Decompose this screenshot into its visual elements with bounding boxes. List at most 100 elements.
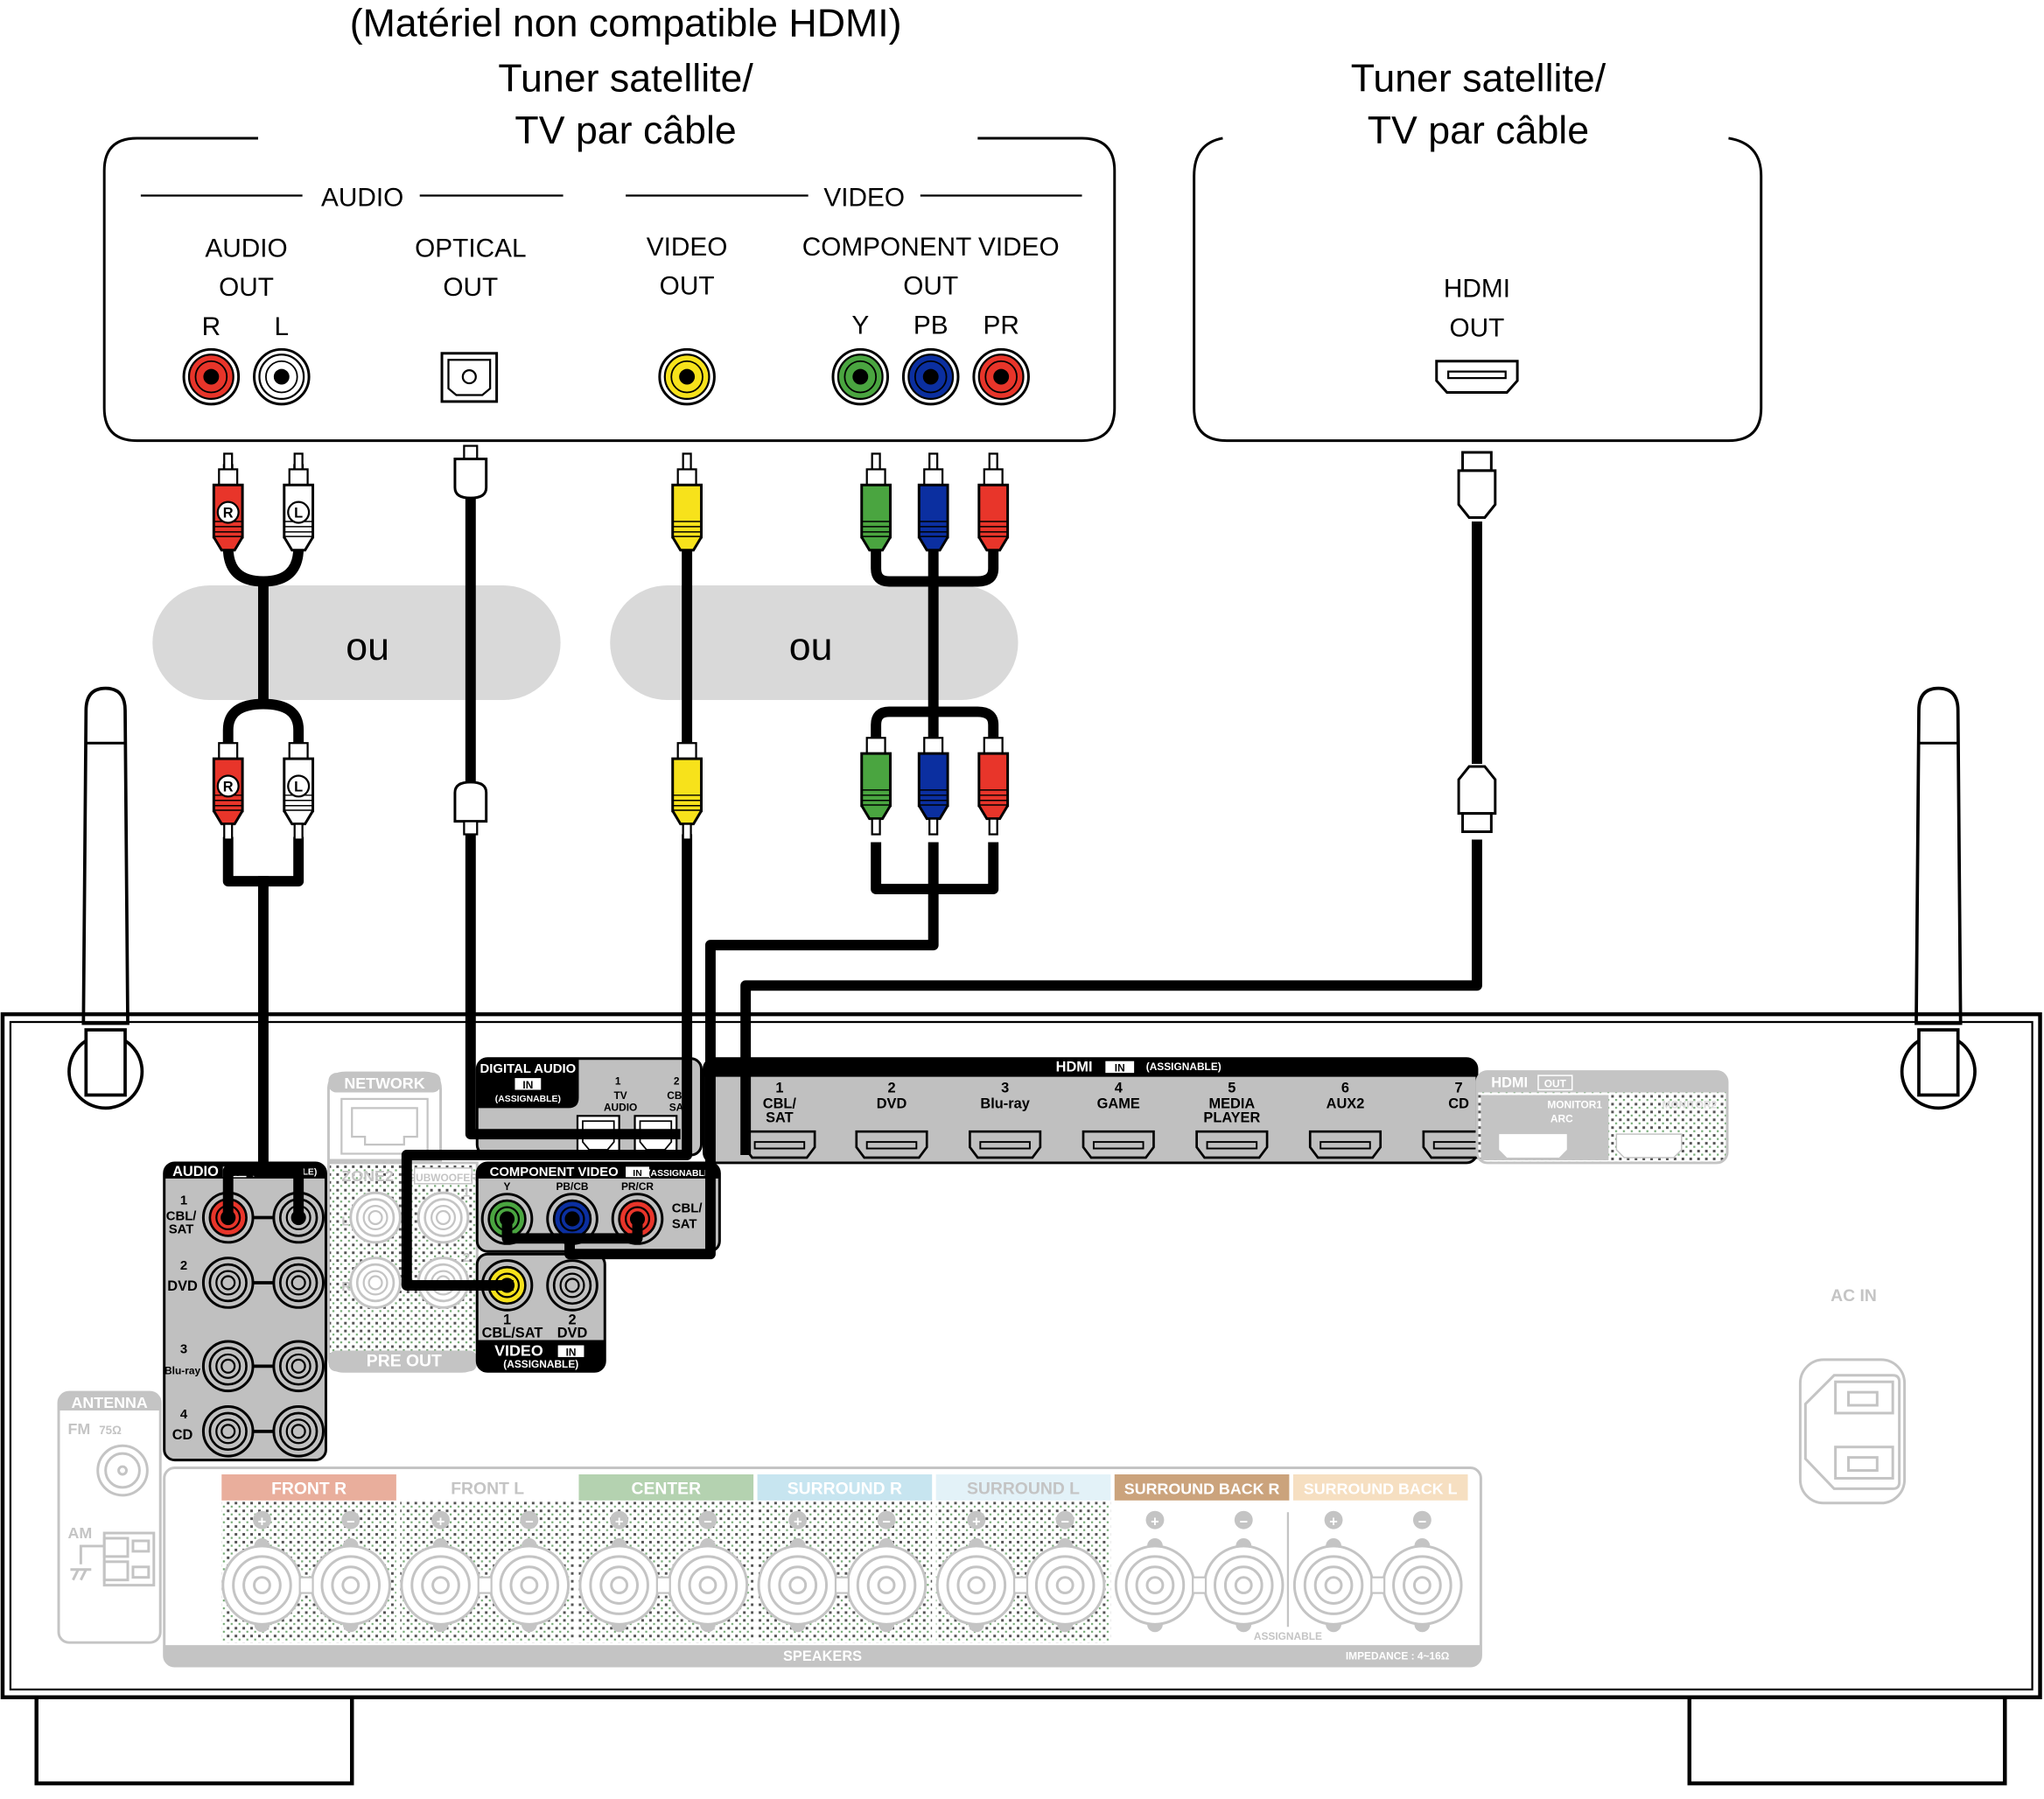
plug-r-label: R: [223, 779, 234, 794]
audio-in-3-l-jack[interactable]: [272, 1340, 325, 1393]
speaker-channel-front-l: FRONT L+−: [400, 1474, 575, 1643]
component-in-title: COMPONENT VIDEO: [490, 1166, 619, 1180]
component-out-pb-jack[interactable]: [901, 347, 960, 406]
plus-icon: +: [258, 1515, 267, 1530]
hdmi-out-monitor1-port[interactable]: [1499, 1134, 1567, 1158]
or-label-audio: ou: [346, 626, 389, 668]
speaker-channel-center: CENTER+−: [578, 1474, 754, 1643]
audio-in-4-r-jack[interactable]: [201, 1405, 255, 1458]
hdmi-in-5-port[interactable]: [1195, 1130, 1269, 1159]
audio-in-row-2-name: DVD: [167, 1278, 198, 1294]
am-antenna-terminal[interactable]: [70, 1531, 156, 1587]
audio-in-2-r-jack[interactable]: [201, 1256, 255, 1309]
network-label: NETWORK: [344, 1074, 424, 1092]
audio-in-row-1-num: 1: [180, 1194, 187, 1208]
audio-plug-r-top: R: [212, 452, 244, 552]
video-in-2-num: 2: [568, 1312, 576, 1328]
fm-antenna-jack[interactable]: [96, 1444, 149, 1497]
audio-in-panel: AUDIO IN (ASSIGNABLE) 1CBL/SAT2DVD3Blu-r…: [163, 1161, 327, 1462]
component-cable-split-bottom: [871, 706, 999, 749]
left-device-title-line2: Tuner satellite/: [498, 57, 753, 100]
video-in-note: (ASSIGNABLE): [503, 1358, 578, 1370]
hdmi-out-monitor2-port[interactable]: [1615, 1133, 1683, 1158]
audio-plug-r-bottom: R: [212, 742, 244, 841]
component-out-y-jack[interactable]: [831, 347, 890, 406]
hdmi-in-2-port[interactable]: [855, 1130, 928, 1159]
hdmi-cable-to-receiver: [740, 839, 1482, 1155]
hdmi-in-1-name-1: CBL/: [763, 1096, 797, 1111]
component-in-pr: PR/CR: [621, 1180, 654, 1193]
hdmi-plug-top: [1457, 451, 1497, 519]
pre-out-label: PRE OUT: [367, 1351, 442, 1370]
speakers-title: SPEAKERS: [783, 1648, 862, 1664]
hdmi-in-badge: IN: [1115, 1062, 1125, 1074]
audio-in-3-r-jack[interactable]: [201, 1340, 255, 1393]
optical-out-label-2: OUT: [443, 273, 498, 302]
ac-in-label: AC IN: [1830, 1286, 1877, 1306]
video-out-label-2: OUT: [660, 272, 715, 301]
hdmi-in-5-name-1: MEDIA: [1208, 1096, 1255, 1111]
audio-out-l-label: L: [275, 312, 290, 341]
sub1-label: 1: [463, 1186, 470, 1200]
composite-plug-bottom: [671, 742, 704, 841]
component-plug-pb-bottom: [917, 737, 949, 836]
component-in-badge: IN: [633, 1169, 641, 1179]
antenna-left: [67, 686, 144, 1110]
hdmi-in-5-num: 5: [1228, 1080, 1236, 1096]
hdmi-in-6-port[interactable]: [1308, 1130, 1382, 1159]
plus-icon: +: [972, 1515, 981, 1530]
speaker-channel-surround-back-l: SURROUND BACK L+−: [1292, 1474, 1468, 1633]
antenna-fm-label: FM: [67, 1420, 90, 1438]
subwoofer-1-jack[interactable]: [416, 1191, 470, 1244]
digital-port1-name2: AUDIO: [604, 1101, 637, 1113]
hdmi-in-4-port[interactable]: [1082, 1130, 1155, 1159]
hdmi-out-label-1: HDMI: [1444, 275, 1510, 304]
component-y-label: Y: [851, 311, 869, 340]
plus-icon: +: [1329, 1515, 1338, 1530]
hdmi-in-7-num: 7: [1455, 1080, 1463, 1096]
left-device-outline: [102, 136, 1116, 443]
ac-in-socket[interactable]: [1798, 1358, 1907, 1505]
audio-in-2-l-jack[interactable]: [272, 1256, 325, 1309]
optical-out-jack[interactable]: [440, 352, 499, 403]
speaker-channel-label: FRONT R: [271, 1479, 346, 1498]
component-pb-label: PB: [914, 311, 948, 340]
plus-icon: +: [1151, 1515, 1159, 1530]
hdmi-in-5-name-2: PLAYER: [1203, 1110, 1260, 1126]
plug-l-label: L: [294, 779, 303, 794]
plus-icon: +: [437, 1515, 445, 1530]
video-out-label-1: VIDEO: [647, 233, 728, 262]
hdmi-in-3-port[interactable]: [969, 1130, 1042, 1159]
right-source-device: Tuner satellite/ TV par câble HDMI OUT: [1193, 57, 1763, 443]
optical-plug-top: [453, 444, 488, 500]
left-device-title-line1: (Matériel non compatible HDMI): [350, 3, 902, 46]
hdmi-in-6-name-1: AUX2: [1326, 1096, 1365, 1111]
zone2-r-jack[interactable]: [349, 1256, 402, 1309]
component-plug-y-bottom: [860, 737, 892, 836]
digital-port2-num: 2: [674, 1075, 680, 1088]
plus-icon: +: [615, 1515, 624, 1530]
hdmi-out-jack[interactable]: [1435, 360, 1519, 394]
zone2-l-jack[interactable]: [349, 1191, 402, 1244]
audio-in-row-2-num: 2: [180, 1259, 187, 1273]
plug-r-label: R: [223, 505, 234, 521]
plus-icon: +: [794, 1515, 802, 1530]
speaker-channel-label: SURROUND R: [788, 1479, 902, 1498]
audio-out-label-1: AUDIO: [205, 234, 287, 263]
audio-cable-bracket: [222, 836, 304, 887]
minus-icon: −: [1418, 1515, 1427, 1530]
zone2-r-label: R: [341, 1280, 351, 1294]
audio-out-l-jack[interactable]: [253, 347, 311, 406]
audio-in-4-l-jack[interactable]: [272, 1405, 325, 1458]
right-device-outline: [1193, 136, 1763, 443]
component-out-pr-jack[interactable]: [972, 347, 1030, 406]
component-in-note: (ASSIGNABLE): [648, 1169, 713, 1179]
antenna-right: [1900, 686, 1977, 1110]
video-out-jack[interactable]: [658, 347, 716, 406]
digital-port1-name1: TV: [614, 1089, 627, 1102]
audio-out-r-jack[interactable]: [182, 347, 241, 406]
right-device-title-line2: TV par câble: [1368, 109, 1589, 152]
sub2-label: 2: [463, 1251, 470, 1265]
hdmi-out-title: HDMI: [1491, 1075, 1528, 1091]
video-in-2-jack[interactable]: [546, 1259, 598, 1312]
